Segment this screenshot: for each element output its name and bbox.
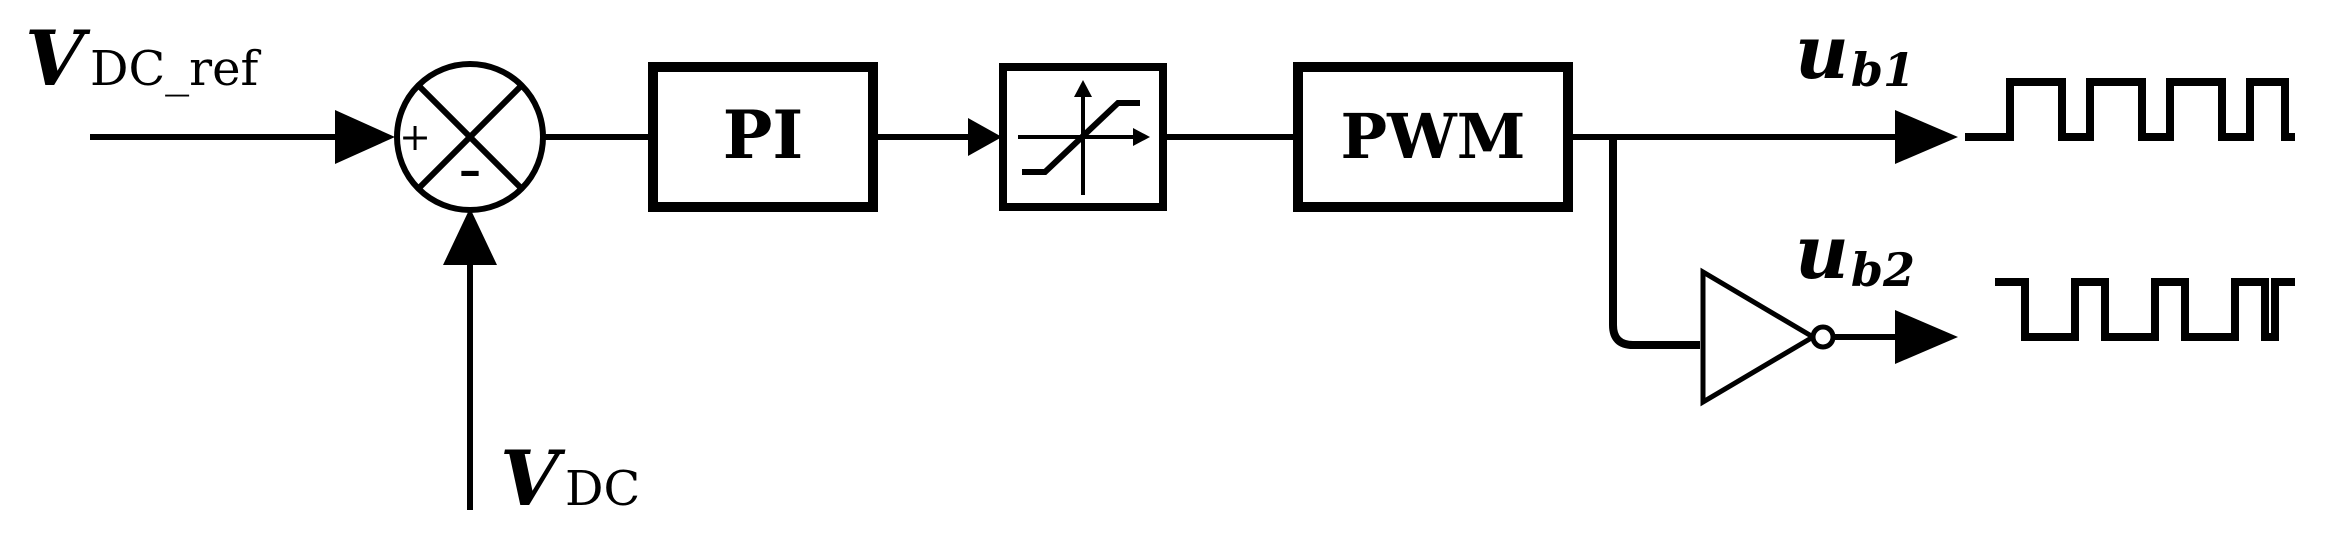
pi-block: PI: [648, 62, 878, 212]
pwm-block: PWM: [1293, 62, 1573, 212]
branch-to-inverter-line: [1609, 137, 1700, 349]
plus-sign: +: [399, 115, 431, 159]
ub1-square-wave: [1965, 78, 2295, 141]
pi-label: PI: [723, 96, 804, 174]
summing-junction: + –: [394, 61, 546, 213]
vdc-feedback-arrow: [443, 208, 497, 510]
vdc-ref-input-arrow: [90, 110, 395, 164]
pi-to-limiter-arrow: [878, 118, 1002, 156]
pwm-label: PWM: [1341, 100, 1526, 173]
inverter-gate: [1700, 267, 1836, 407]
ub2-output-arrow: [1834, 310, 1958, 364]
ub1-output-arrow: [1573, 110, 1958, 164]
ub2-square-wave: [1995, 278, 2295, 341]
minus-sign: –: [459, 145, 481, 196]
inverter-bubble: [1810, 324, 1836, 350]
ub1-label: ub1: [1795, 10, 1915, 97]
ub2-label: ub2: [1795, 210, 1915, 297]
saturation-limiter-block: [999, 63, 1167, 211]
